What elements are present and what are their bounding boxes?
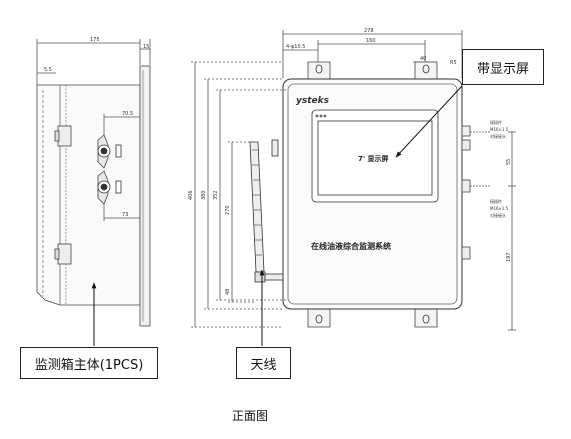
port-note-lower-3: 对接接头 <box>490 212 506 218</box>
dim-height-total: 406 <box>188 190 194 200</box>
dim-side-fitting-lower: 73 <box>122 212 128 218</box>
dim-right-lower: 197 <box>506 252 512 262</box>
dim-antenna-base: 48 <box>225 289 231 295</box>
port-note-upper-2: M16×1.5 <box>490 127 509 132</box>
side-dimension-labels: 175 15 5.5 70.5 73 <box>44 37 149 218</box>
dim-tab-width: 40 <box>420 56 426 62</box>
port-note-lower: 接插件 M16×1.5 对接接头 <box>490 198 509 218</box>
dim-side-depth: 175 <box>90 37 100 43</box>
port-note-upper-1: 接插件 <box>490 119 502 125</box>
dim-radius: R5 <box>450 60 457 66</box>
brand-logo: ysteks <box>296 96 330 106</box>
callout-antenna: 天线 <box>236 347 291 379</box>
dim-hole-dia: 4-φ10.5 <box>286 44 305 50</box>
port-note-upper: 接插件 M16×1.5 对接接头 <box>490 119 509 139</box>
dim-height-body: 380 <box>201 190 207 200</box>
dim-hole-spacing: 160 <box>366 38 376 44</box>
dim-antenna-len: 270 <box>225 205 231 215</box>
dim-side-flange: 15 <box>143 44 149 50</box>
dim-right-upper: 55 <box>506 159 512 165</box>
callout-main-box-label: 监测箱主体(1PCS) <box>34 357 144 373</box>
callout-display-label: 带显示屏 <box>476 61 529 77</box>
device-name: 在线油液综合监测系统 <box>311 241 391 251</box>
dim-side-fitting-upper: 70.5 <box>122 111 133 117</box>
dim-side-offset: 5.5 <box>44 67 52 73</box>
port-note-lower-1: 接插件 <box>490 198 502 204</box>
callout-main-box: 监测箱主体(1PCS) <box>20 347 158 379</box>
front-view <box>191 30 516 331</box>
front-dimension-labels: 278 160 40 4-φ10.5 R5 406 380 352 270 48… <box>188 28 512 295</box>
callout-antenna-label: 天线 <box>250 357 277 373</box>
port-note-lower-2: M16×1.5 <box>490 206 509 211</box>
drawing-caption: 正面图 <box>232 409 269 423</box>
dim-height-inner: 352 <box>213 190 219 200</box>
port-note-upper-3: 对接接头 <box>490 133 506 139</box>
screen-label: 7' 显示屏 <box>358 154 388 163</box>
display-leader <box>395 85 463 158</box>
side-view <box>36 39 151 327</box>
callout-display: 带显示屏 <box>462 49 544 85</box>
dim-width-total: 278 <box>364 28 374 34</box>
